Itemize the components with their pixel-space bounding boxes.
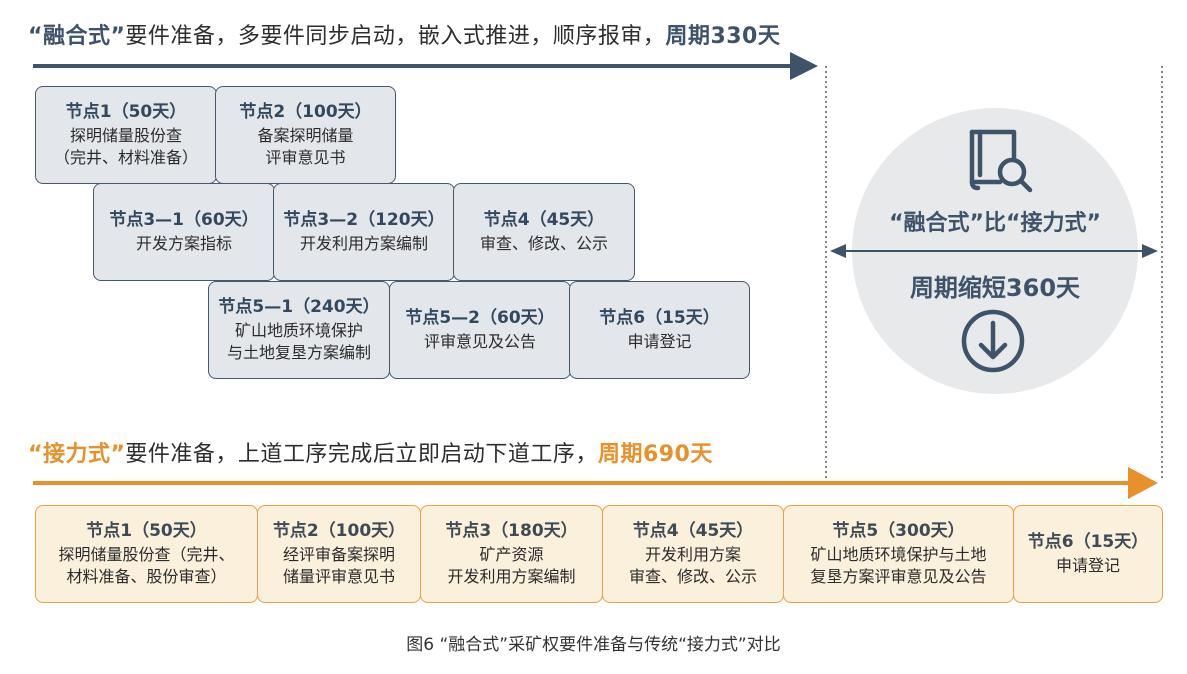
node-desc: 储量评审意见书	[282, 567, 395, 586]
node-desc: 材料准备、股份审查）	[66, 567, 227, 586]
node-title: 节点6（15天）	[599, 308, 720, 328]
node-title: 节点1（50天）	[65, 102, 187, 122]
node-desc: 申请登记	[627, 332, 692, 351]
top-node-2: 节点2（100天） 备案探明储量 评审意见书	[215, 86, 396, 184]
top-node-4: 节点4（45天） 审查、修改、公示	[453, 183, 635, 281]
top-timeline-arrow-head	[790, 52, 818, 80]
top-headline: “融合式”要件准备，多要件同步启动，嵌入式推进，顺序报审，周期330天	[28, 18, 780, 50]
node-desc: （完井、材料准备）	[53, 148, 198, 167]
bottom-node-4: 节点4（45天） 开发利用方案 审查、修改、公示	[602, 505, 784, 603]
bottom-node-2: 节点2（100天） 经评审备案探明 储量评审意见书	[257, 505, 421, 603]
node-desc: 复垦方案评审意见及公告	[810, 567, 987, 586]
node-desc: 开发利用方案编制	[447, 567, 576, 586]
node-desc: 备案探明储量	[257, 126, 354, 145]
node-desc: 开发利用方案	[644, 545, 741, 564]
comparison-line2: 周期缩短360天	[909, 274, 1081, 302]
node-desc: 审查、修改、公示	[479, 234, 608, 253]
node-desc: 评审意见书	[265, 148, 346, 167]
node-desc: 经评审备案探明	[282, 545, 395, 564]
node-title: 节点1（50天）	[86, 521, 207, 541]
book-search-icon	[969, 129, 1033, 193]
node-desc: 开发方案指标	[135, 234, 232, 253]
node-desc: 矿产资源	[479, 545, 544, 564]
top-node-1: 节点1（50天） 探明储量股份查 （完井、材料准备）	[35, 86, 217, 184]
double-arrow-left-head	[830, 244, 846, 258]
node-desc: 开发利用方案编制	[299, 234, 428, 253]
node-desc: 矿山地质环境保护与土地	[810, 545, 987, 564]
bottom-node-5: 节点5（300天） 矿山地质环境保护与土地 复垦方案评审意见及公告	[783, 505, 1014, 603]
node-title: 节点3—2（120天）	[283, 210, 445, 230]
node-desc: 评审意见及公告	[423, 332, 536, 351]
double-arrow-right-head	[1142, 244, 1158, 258]
figure-caption: 图6 “融合式”采矿权要件准备与传统“接力式”对比	[406, 635, 781, 655]
bottom-timeline-arrow-head	[1128, 467, 1158, 499]
node-title: 节点4（45天）	[632, 521, 754, 541]
node-desc: 审查、修改、公示	[628, 567, 757, 586]
top-headline-period: 周期330天	[665, 24, 781, 49]
bottom-headline-quote: “接力式”	[28, 442, 126, 467]
node-title: 节点3（180天）	[445, 521, 578, 541]
node-title: 节点4（45天）	[483, 210, 605, 230]
bottom-node-6: 节点6（15天） 申请登记	[1013, 505, 1163, 603]
node-desc: 探明储量股份查（完井、	[58, 545, 235, 564]
node-title: 节点2（100天）	[239, 102, 372, 122]
node-title: 节点5—1（240天）	[218, 297, 380, 317]
node-desc: 矿山地质环境保护	[234, 321, 363, 340]
node-desc: 申请登记	[1055, 556, 1120, 575]
bottom-headline: “接力式”要件准备，上道工序完成后立即启动下道工序，周期690天	[28, 436, 713, 468]
node-title: 节点3—1（60天）	[109, 210, 259, 230]
top-node-6: 节点6（15天） 申请登记	[569, 281, 750, 379]
bottom-node-3: 节点3（180天） 矿产资源 开发利用方案编制	[420, 505, 603, 603]
top-headline-text: 要件准备，多要件同步启动，嵌入式推进，顺序报审，	[125, 24, 666, 49]
bottom-node-1: 节点1（50天） 探明储量股份查（完井、 材料准备、股份审查）	[35, 505, 258, 603]
bottom-headline-period: 周期690天	[597, 442, 713, 467]
node-title: 节点2（100天）	[272, 521, 406, 541]
top-node-3-1: 节点3—1（60天） 开发方案指标	[93, 183, 275, 281]
node-title: 节点6（15天）	[1027, 532, 1149, 552]
top-node-3-2: 节点3—2（120天） 开发利用方案编制	[273, 183, 455, 281]
top-node-5-2: 节点5—2（60天） 评审意见及公告	[389, 281, 571, 379]
arrow-down-circle-icon	[961, 309, 1025, 373]
bottom-headline-text: 要件准备，上道工序完成后立即启动下道工序，	[125, 442, 598, 467]
node-desc: 与土地复垦方案编制	[226, 343, 371, 362]
top-node-5-1: 节点5—1（240天） 矿山地质环境保护 与土地复垦方案编制	[208, 281, 390, 379]
comparison-line1: “融合式”比“接力式”	[889, 211, 1101, 236]
node-desc: 探明储量股份查	[69, 126, 182, 145]
top-headline-quote: “融合式”	[28, 24, 126, 49]
node-title: 节点5—2（60天）	[405, 308, 555, 328]
node-title: 节点5（300天）	[832, 521, 965, 541]
